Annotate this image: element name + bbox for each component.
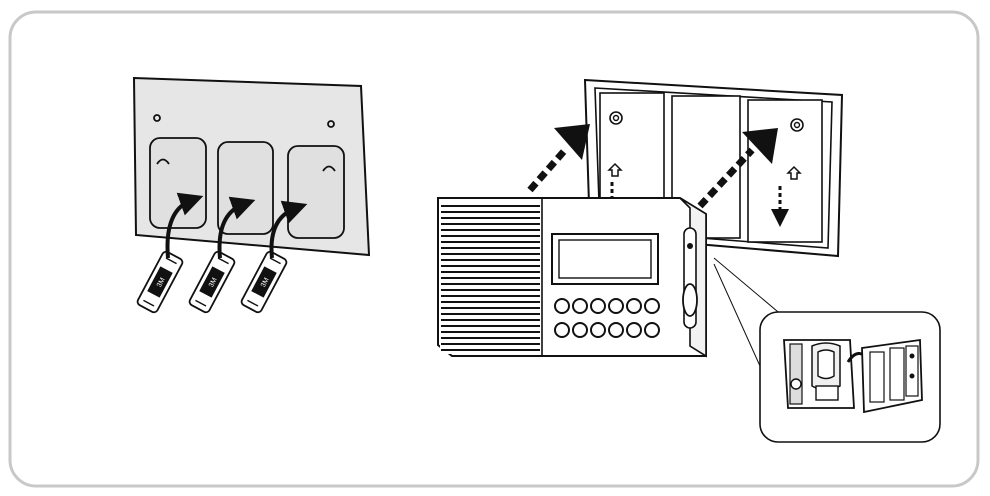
curved-arrow-icon bbox=[165, 192, 308, 259]
mount-hook-icon bbox=[156, 158, 170, 165]
tape-label: 3M bbox=[208, 277, 219, 289]
dashed-arrow-icon bbox=[527, 147, 755, 209]
tape-label: 3M bbox=[156, 277, 167, 289]
speaker-grille bbox=[440, 200, 540, 354]
adhesive-tape-icon: 3M 3M 3M bbox=[136, 250, 288, 314]
keypad bbox=[554, 298, 660, 338]
radio-device bbox=[437, 197, 707, 358]
tape-label: 3M bbox=[260, 277, 271, 289]
detail-callout bbox=[759, 311, 941, 443]
